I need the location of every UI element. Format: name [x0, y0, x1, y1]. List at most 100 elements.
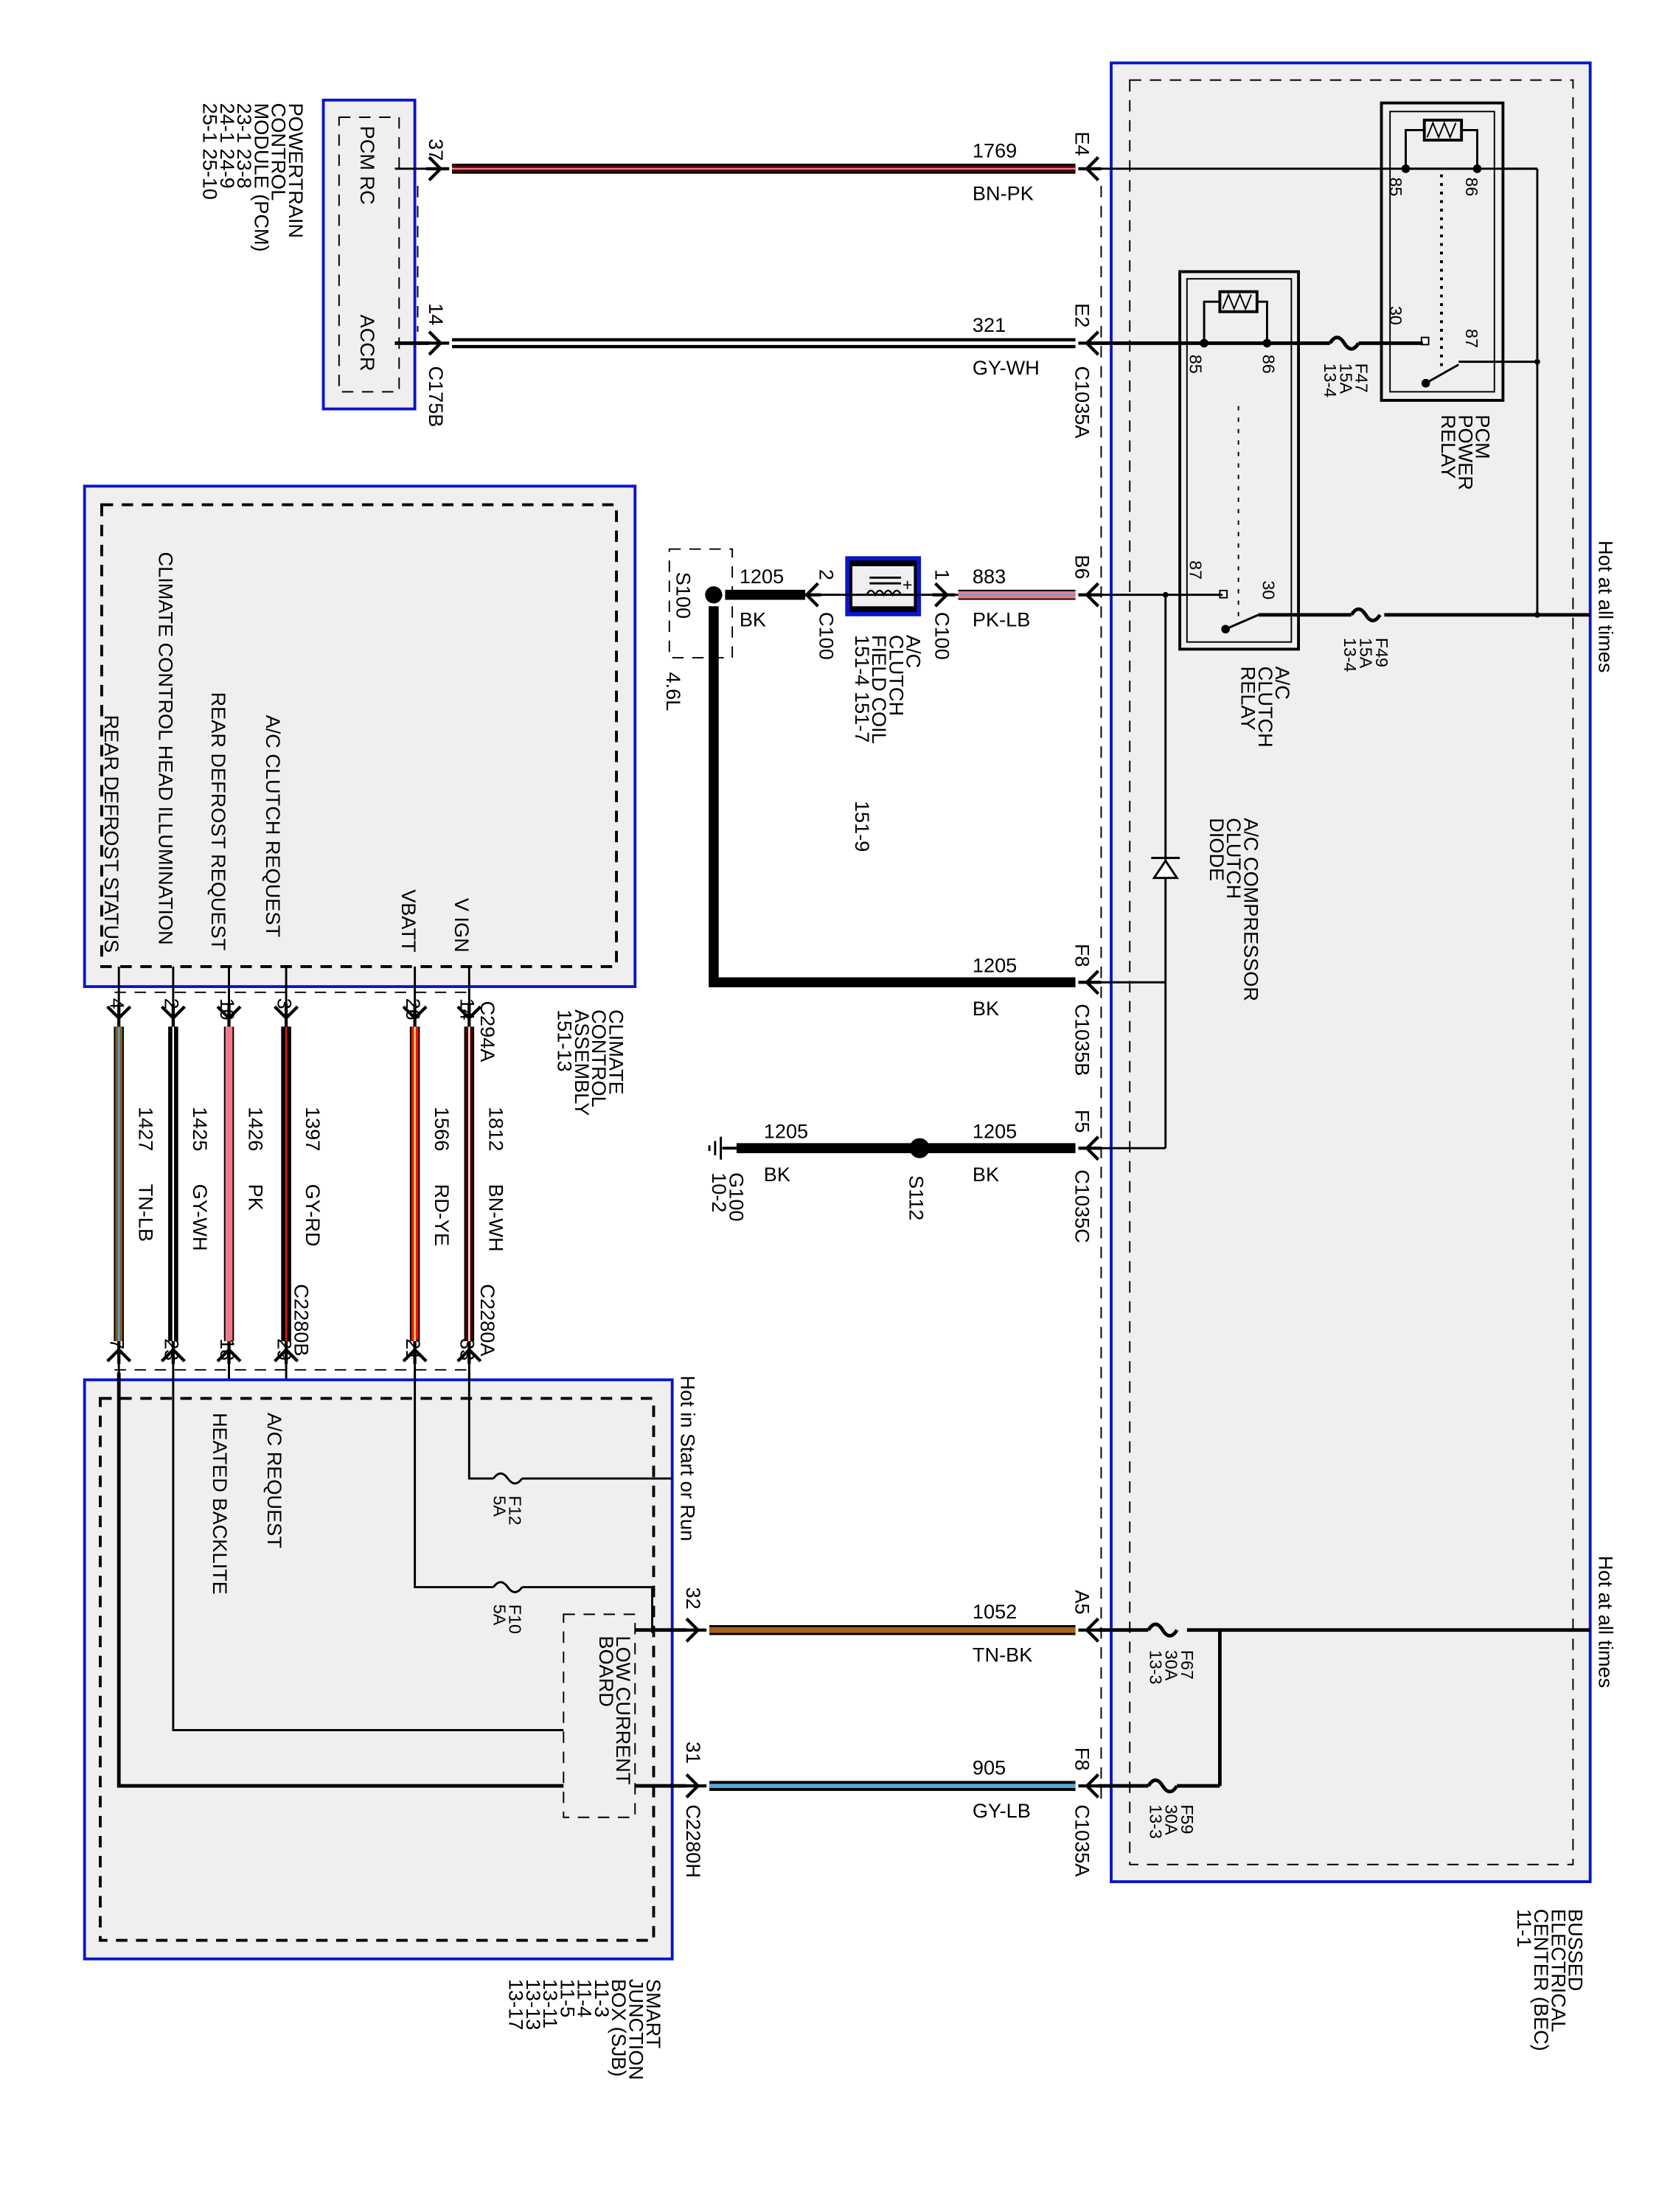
wire-1205-f8[interactable]: [709, 606, 1076, 988]
connector-arrow-icon: [932, 582, 956, 608]
color-bn-wh: BN-WH: [484, 1184, 507, 1252]
coil-pin-2: 2: [815, 569, 838, 580]
bec-label: BUSSED ELECTRICAL CENTER (BEC) 11-1: [1513, 1909, 1587, 2051]
svg-text:87: 87: [1462, 329, 1481, 348]
ac-clutch-relay[interactable]: 85 86 87 30: [1178, 270, 1301, 651]
svg-text:11-1: 11-1: [1513, 1909, 1536, 1947]
hot-in-start-or-run: Hot in Start or Run: [676, 1376, 699, 1542]
svg-text:A/C CLUTCH REQUEST: A/C CLUTCH REQUEST: [262, 715, 285, 937]
coil-connector-2: C100: [815, 612, 838, 660]
svg-text:25-1 25-10: 25-1 25-10: [199, 103, 222, 200]
svg-text:A/C: A/C: [902, 635, 925, 668]
fuse-f47-icon[interactable]: [1328, 335, 1360, 351]
connector-arrow-icon: [1078, 970, 1102, 995]
connector-arrow-icon: [456, 1004, 482, 1027]
connector-arrow-icon: [1078, 582, 1102, 608]
sjb-label: SMART JUNCTION BOX (SJB) 11-3 11-4 11-5 …: [505, 1979, 665, 2080]
fuse-f59-icon[interactable]: [1147, 1778, 1179, 1794]
svg-text:13-4: 13-4: [1321, 364, 1340, 398]
svg-text:RELAY: RELAY: [1437, 414, 1460, 479]
svg-text:13-3: 13-3: [1146, 1804, 1165, 1839]
climate-control-module[interactable]: [83, 484, 637, 989]
circuit-1425: 1425: [189, 1107, 212, 1151]
pin-37: 37: [425, 139, 448, 161]
color-bk-d: BK: [764, 1163, 790, 1186]
connector-arrow-icon: [1078, 1135, 1102, 1161]
connector-c2280h: C2280H: [682, 1804, 705, 1878]
svg-text:11-4: 11-4: [574, 1979, 597, 2017]
fuse-f47-label: F47 15A 13-4: [1321, 364, 1371, 398]
connector-arrow-icon: [106, 1341, 132, 1365]
pcm-module[interactable]: PCM RC ACCR: [321, 98, 417, 411]
svg-text:+: +: [902, 575, 913, 594]
low-current-board[interactable]: [563, 1613, 636, 1818]
pcm-power-relay[interactable]: 85 86 30 87: [1380, 101, 1505, 402]
svg-text:VBATT: VBATT: [397, 889, 420, 952]
fuse-f49-label: F49 15A 13-4: [1340, 638, 1391, 672]
svg-text:30: 30: [1386, 306, 1405, 325]
circuit-321: 321: [973, 313, 1006, 336]
connector-arrow-icon: [402, 1341, 428, 1365]
circuit-1397: 1397: [302, 1107, 324, 1151]
pcm-pin-accr: ACCR: [356, 315, 379, 372]
svg-text:POWER: POWER: [1454, 414, 1477, 490]
ac-clutch-field-coil[interactable]: +: [845, 556, 922, 616]
fuse-f12-rating: 5A: [490, 1495, 509, 1517]
color-tn-bk: TN-BK: [973, 1643, 1032, 1666]
circuit-1427: 1427: [134, 1107, 157, 1151]
svg-text:CENTER (BEC): CENTER (BEC): [1530, 1909, 1553, 2051]
svg-text:CLIMATE: CLIMATE: [605, 1009, 627, 1095]
splice-s100[interactable]: [705, 586, 723, 604]
svg-text:85: 85: [1186, 355, 1206, 374]
color-pk: PK: [245, 1184, 268, 1211]
hot-at-all-times-bottom: Hot at all times: [1594, 1556, 1617, 1688]
svg-text:151-13: 151-13: [554, 1009, 577, 1071]
fuse-f49-icon[interactable]: [1349, 607, 1382, 623]
color-bk-c: BK: [973, 1163, 999, 1186]
connector-arrow-icon: [426, 156, 450, 181]
connector-c2280a: C2280A: [476, 1284, 499, 1357]
color-bk-a: BK: [740, 608, 766, 630]
connector-c1035b: C1035B: [1071, 1004, 1094, 1076]
svg-text:F49: F49: [1372, 638, 1391, 667]
pcm-label: POWERTRAIN CONTROL MODULE (PCM) 23-1 23-…: [199, 103, 307, 252]
connector-arrow-icon: [106, 1004, 132, 1027]
color-pk-lb: PK-LB: [973, 608, 1030, 630]
svg-text:MODULE (PCM): MODULE (PCM): [250, 103, 273, 252]
sjb-module[interactable]: [83, 1378, 674, 1961]
svg-text:13-17: 13-17: [505, 1979, 528, 2030]
svg-text:V IGN: V IGN: [451, 898, 473, 953]
pin-a5: A5: [1071, 1590, 1094, 1614]
svg-text:F67: F67: [1178, 1650, 1197, 1680]
svg-text:15A: 15A: [1336, 364, 1355, 394]
connector-arrow-icon: [1078, 1773, 1102, 1799]
splice-s112[interactable]: [909, 1138, 930, 1158]
svg-text:13-4: 13-4: [1340, 638, 1360, 672]
circuit-1205-d: 1205: [764, 1120, 808, 1143]
connector-arrow-icon: [684, 1773, 707, 1799]
connector-c2280b: C2280B: [291, 1284, 313, 1356]
circuit-1205-b: 1205: [973, 954, 1017, 977]
connector-c1035a-bottom: C1035A: [1071, 1804, 1094, 1877]
pin-31: 31: [682, 1742, 705, 1764]
engine-4-6l-label: 4.6L: [662, 672, 685, 711]
fuse-f12-icon[interactable]: [493, 1472, 524, 1485]
fuse-f67-icon[interactable]: [1147, 1622, 1179, 1638]
pcm-pin-pcmrc: PCM RC: [356, 126, 379, 205]
svg-text:F59: F59: [1178, 1804, 1197, 1834]
pin-b6: B6: [1071, 554, 1094, 579]
sjb-signal-ac-request: A/C REQUEST: [263, 1413, 286, 1548]
svg-text:ASSEMBLY: ASSEMBLY: [571, 1009, 594, 1116]
fuse-f59-label: F59 30A 13-3: [1146, 1804, 1197, 1839]
pcm-power-relay-label: PCM POWER RELAY: [1437, 414, 1495, 490]
fuse-f10-icon[interactable]: [493, 1581, 524, 1593]
svg-text:A/C: A/C: [1271, 667, 1294, 700]
connector-c294a: C294A: [476, 1001, 499, 1062]
g100-label: G100: [725, 1172, 748, 1221]
svg-text:CLIMATE CONTROL HEAD ILLUMINAT: CLIMATE CONTROL HEAD ILLUMINATION: [154, 552, 177, 945]
climate-label: CLIMATE CONTROL ASSEMBLY 151-13: [554, 1009, 628, 1116]
circuit-1426: 1426: [245, 1107, 268, 1151]
diode-icon[interactable]: [1151, 857, 1180, 880]
connector-arrow-icon: [684, 1617, 707, 1643]
connector-arrow-icon: [402, 1004, 428, 1027]
